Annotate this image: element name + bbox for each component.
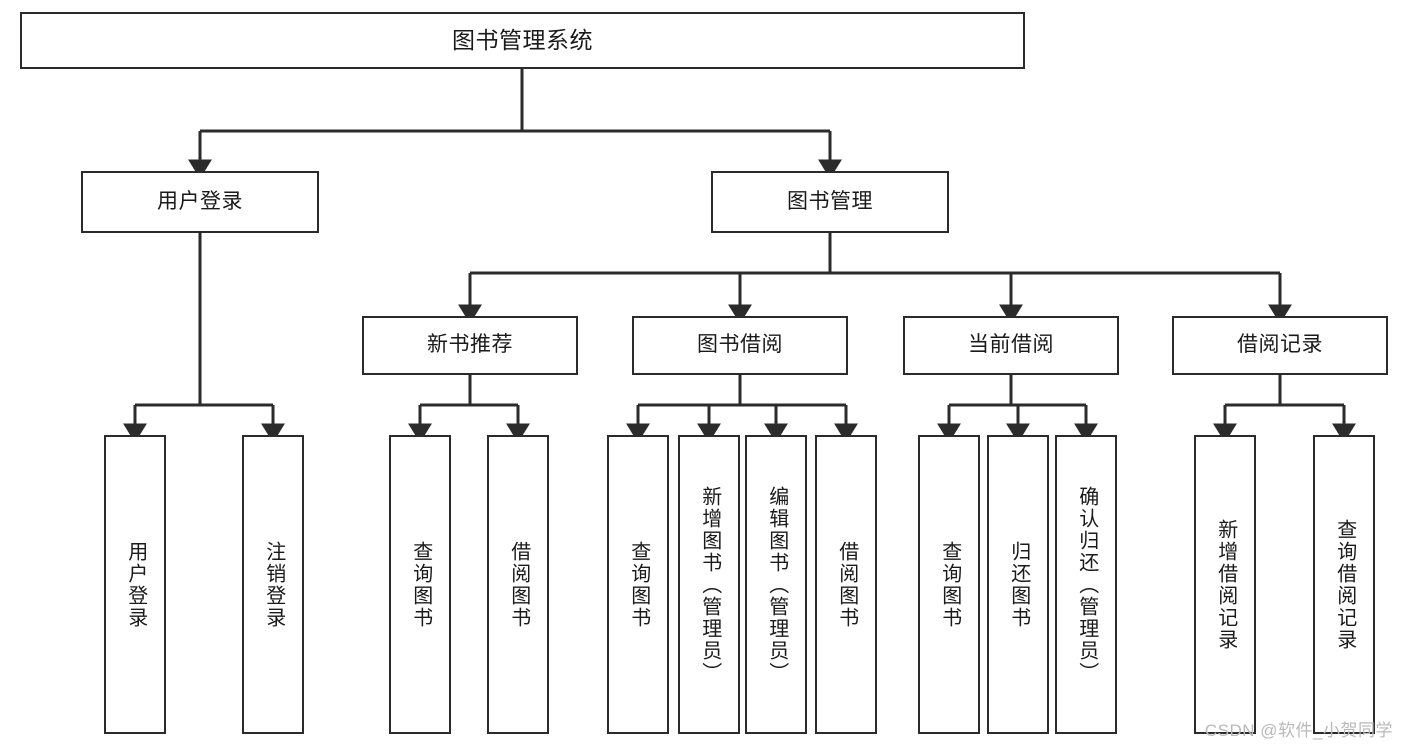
node-leaf-add-book-admin-label: 新增图书（管理员） xyxy=(698,485,721,684)
node-leaf-query-book-current[interactable]: 查询图书 xyxy=(918,435,980,734)
node-leaf-user-login-label: 用户登录 xyxy=(124,540,147,629)
node-leaf-return-book[interactable]: 归还图书 xyxy=(987,435,1049,734)
node-new-book-recommend-label: 新书推荐 xyxy=(427,333,513,357)
node-book-borrow-label: 图书借阅 xyxy=(697,333,783,357)
node-leaf-user-logout-label: 注销登录 xyxy=(262,540,285,629)
node-book-management-label: 图书管理 xyxy=(787,189,873,213)
node-book-management[interactable]: 图书管理 xyxy=(711,171,949,233)
node-leaf-borrow-book[interactable]: 借阅图书 xyxy=(815,435,877,734)
node-leaf-user-logout[interactable]: 注销登录 xyxy=(242,435,304,734)
node-user-login[interactable]: 用户登录 xyxy=(81,171,319,233)
node-leaf-add-borrow-record[interactable]: 新增借阅记录 xyxy=(1194,435,1256,734)
node-leaf-borrow-book-label: 借阅图书 xyxy=(835,540,858,629)
node-leaf-edit-book-admin[interactable]: 编辑图书（管理员） xyxy=(745,435,807,734)
node-leaf-query-book-current-label: 查询图书 xyxy=(938,540,961,629)
node-new-book-recommend[interactable]: 新书推荐 xyxy=(362,316,578,375)
node-root[interactable]: 图书管理系统 xyxy=(20,12,1025,69)
node-current-borrow-label: 当前借阅 xyxy=(968,333,1054,357)
node-user-login-label: 用户登录 xyxy=(157,189,243,213)
node-leaf-confirm-return-admin[interactable]: 确认归还（管理员） xyxy=(1055,435,1117,734)
node-leaf-query-book-borrow[interactable]: 查询图书 xyxy=(607,435,669,734)
node-leaf-query-book-rec[interactable]: 查询图书 xyxy=(389,435,451,734)
node-leaf-borrow-book-rec[interactable]: 借阅图书 xyxy=(487,435,549,734)
node-leaf-confirm-return-admin-label: 确认归还（管理员） xyxy=(1075,485,1098,684)
watermark: CSDN @软件_小贺同学 xyxy=(1204,721,1393,740)
node-leaf-user-login[interactable]: 用户登录 xyxy=(104,435,166,734)
node-root-label: 图书管理系统 xyxy=(452,26,593,53)
node-borrow-records[interactable]: 借阅记录 xyxy=(1172,316,1388,375)
node-leaf-edit-book-admin-label: 编辑图书（管理员） xyxy=(765,485,788,684)
node-leaf-add-borrow-record-label: 新增借阅记录 xyxy=(1214,518,1237,651)
node-leaf-query-book-rec-label: 查询图书 xyxy=(409,540,432,629)
node-leaf-query-borrow-record-label: 查询借阅记录 xyxy=(1333,518,1356,651)
node-leaf-query-borrow-record[interactable]: 查询借阅记录 xyxy=(1313,435,1375,734)
node-book-borrow[interactable]: 图书借阅 xyxy=(632,316,848,375)
node-leaf-query-book-borrow-label: 查询图书 xyxy=(627,540,650,629)
node-leaf-borrow-book-rec-label: 借阅图书 xyxy=(507,540,530,629)
node-borrow-records-label: 借阅记录 xyxy=(1237,333,1323,357)
node-leaf-add-book-admin[interactable]: 新增图书（管理员） xyxy=(678,435,740,734)
node-current-borrow[interactable]: 当前借阅 xyxy=(903,316,1119,375)
node-leaf-return-book-label: 归还图书 xyxy=(1007,540,1030,629)
